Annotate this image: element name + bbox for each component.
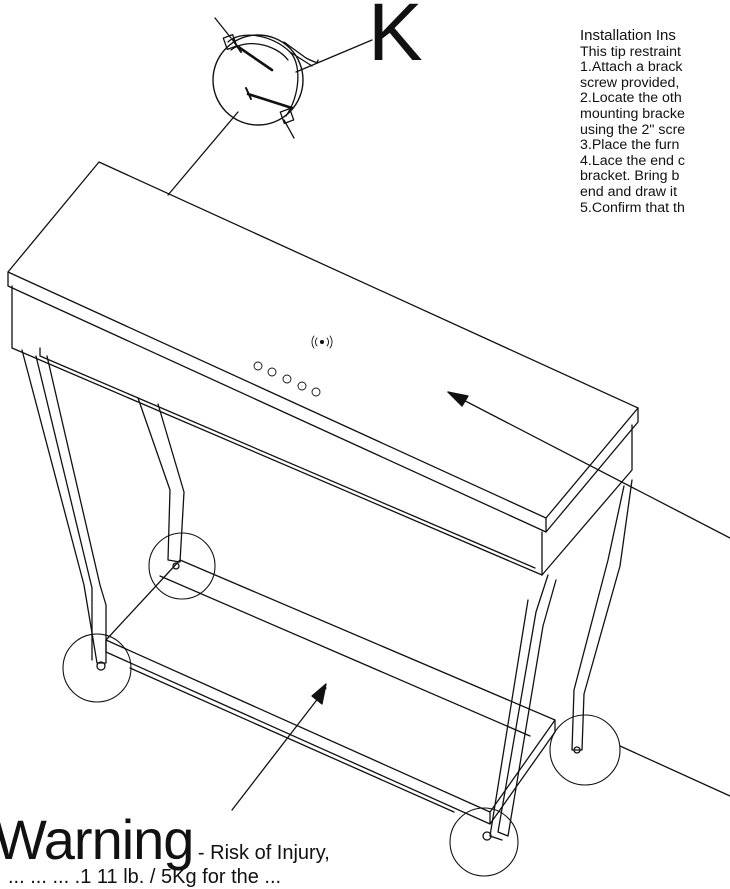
front-right-leg [498,575,556,836]
instruction-line: mounting bracke [580,107,730,123]
callout-letter-k: K [368,0,423,74]
callout-front-right-foot [450,808,518,876]
callout-back-left-foot [149,533,215,599]
instruction-line: end and draw it [580,185,730,201]
arrowhead-shelf [312,684,326,704]
back-right-leg [572,480,632,750]
table-top [8,162,638,518]
back-left-leg [138,398,184,562]
power-button [254,362,262,370]
instruction-line: 1.Attach a brack [580,60,730,76]
instruction-line: 5.Confirm that th [580,201,730,217]
instruction-line: 4.Lace the end c [580,154,730,170]
screw-lower [248,94,292,108]
instruction-line: bracket. Bring b [580,169,730,185]
callout-back-right-foot [550,715,620,785]
installation-instructions: Installation Ins This tip restraint 1.At… [580,28,730,216]
front-left-leg [22,350,106,663]
arrowhead-top [448,392,468,406]
warning-subtitle: - Risk of Injury, [198,842,330,864]
control-panel [254,336,332,396]
apron [12,286,542,575]
instructions-title: Installation Ins [580,28,730,44]
warning-heading: Warning - Risk of Injury, [0,812,330,868]
instruction-line: using the 2" scre [580,123,730,139]
mode-button [283,375,291,383]
wireless-icon [312,336,332,348]
timer-button [312,388,320,396]
instruction-line: 2.Locate the oth [580,91,730,107]
screw-upper [237,46,272,70]
tip-restraint-detail [168,18,372,195]
minus-button [268,368,276,376]
console-table [8,162,638,840]
instruction-line: 3.Place the furn [580,138,730,154]
warning-line2: ... ... ... .1 11 lb. / 5Kg for the ... [8,866,281,889]
instruction-line: screw provided, [580,76,730,92]
warning-word: Warning [0,808,193,871]
instruction-line: This tip restraint [580,45,730,61]
